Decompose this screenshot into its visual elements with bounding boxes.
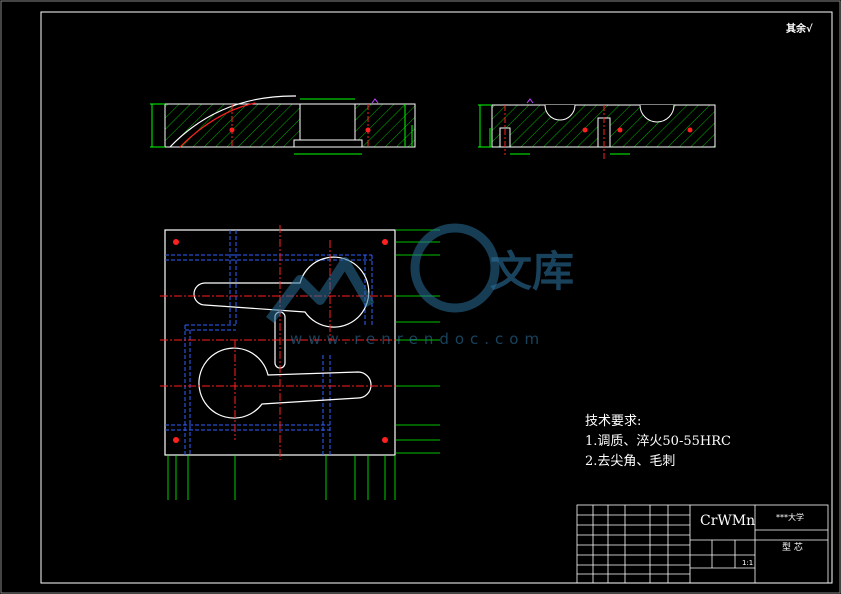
roughness-note: 其余√	[786, 20, 813, 35]
title-block	[576, 504, 829, 584]
part-name-label: 型 芯	[782, 543, 803, 553]
tech-title: 技术要求:	[585, 414, 642, 429]
school-label: ***大学	[776, 513, 804, 522]
plan-view	[160, 225, 440, 500]
tech-item-1: 1.调质、淬火50-55HRC	[585, 434, 731, 449]
inner-frame	[40, 11, 833, 584]
technical-requirements: 技术要求: 1.调质、淬火50-55HRC 2.去尖角、毛刺	[585, 412, 731, 472]
front-section-view	[150, 95, 416, 155]
roughness-symbol-icon: √	[806, 24, 813, 35]
watermark-url: www.renrendoc.com	[290, 330, 546, 348]
watermark-brand: 文库	[490, 247, 575, 296]
roughness-note-text: 其余	[786, 24, 806, 35]
scale-label: 1:1	[742, 559, 754, 567]
tech-item-2: 2.去尖角、毛刺	[585, 454, 676, 469]
material-label: CrWMn	[700, 513, 756, 529]
watermark-logo-icon	[266, 223, 500, 323]
side-section-view	[478, 98, 716, 160]
